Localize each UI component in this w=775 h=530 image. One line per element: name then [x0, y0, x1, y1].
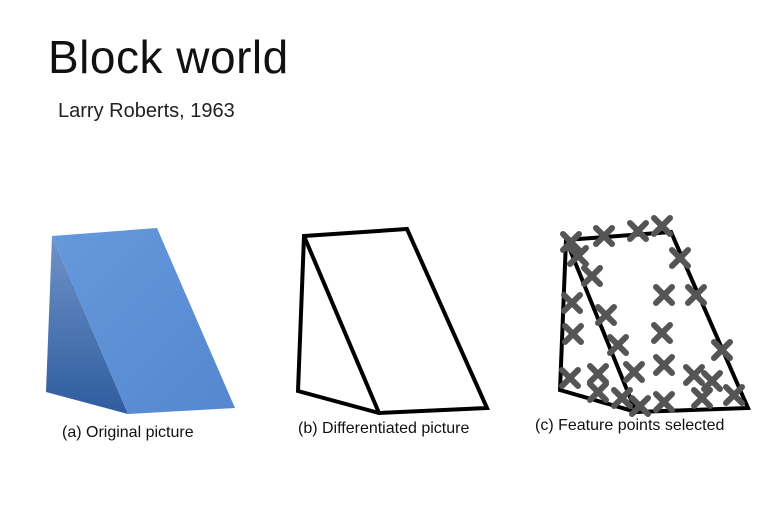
wedge-outline: [295, 226, 491, 416]
slide-title: Block world: [48, 31, 289, 83]
caption-original-picture: (a) Original picture: [62, 424, 194, 441]
feature-point-marker: [584, 268, 600, 284]
feature-point-marker: [630, 223, 646, 239]
feature-point-marker: [565, 326, 581, 342]
feature-point-marker: [564, 295, 580, 311]
feature-point-markers: [562, 218, 742, 414]
feature-point-marker: [610, 337, 626, 353]
caption-feature-points: (c) Feature points selected: [535, 417, 725, 434]
feature-point-marker: [590, 366, 606, 382]
feature-point-marker: [694, 390, 710, 406]
wedge-edge: [302, 235, 381, 414]
feature-point-marker: [656, 394, 672, 410]
feature-point-marker: [686, 367, 702, 383]
feature-point-marker: [654, 325, 670, 341]
feature-point-marker: [590, 384, 606, 400]
feature-point-marker: [614, 390, 630, 406]
wedge-edge: [564, 239, 638, 413]
feature-point-marker: [598, 307, 614, 323]
feature-point-marker: [656, 357, 672, 373]
feature-point-marker: [656, 287, 672, 303]
feature-point-marker: [626, 364, 642, 380]
slide-subtitle: Larry Roberts, 1963: [58, 100, 235, 122]
feature-point-marker: [726, 387, 742, 403]
feature-point-marker: [704, 373, 720, 389]
wedge-slope-face: [52, 228, 235, 414]
caption-differentiated-picture: (b) Differentiated picture: [298, 420, 470, 437]
wedge-side-face: [46, 236, 128, 414]
feature-point-marker: [562, 370, 578, 386]
